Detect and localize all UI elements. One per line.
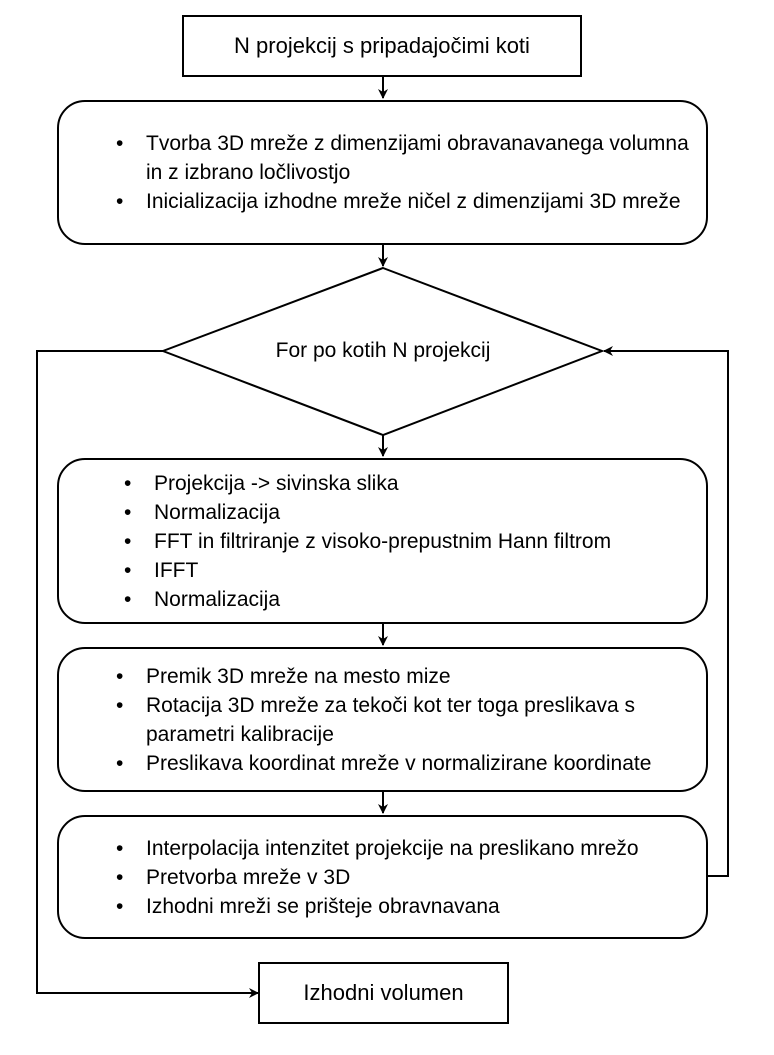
list-item: IFFT	[122, 556, 611, 585]
arrow-loop-back	[603, 346, 729, 877]
end-node: Izhodni volumen	[258, 962, 509, 1024]
list-item: Interpolacija intenzitet projekcije na p…	[114, 834, 639, 863]
list-item: Normalizacija	[122, 585, 611, 614]
end-label: Izhodni volumen	[303, 980, 464, 1005]
init-block: Tvorba 3D mreže z dimenzijami obravanava…	[57, 100, 708, 245]
list-item: Projekcija -> sivinska slika	[122, 469, 611, 498]
start-node: N projekcij s pripadajočimi koti	[182, 15, 582, 77]
loop-label: For po kotih N projekcij	[275, 339, 491, 362]
preprocess-block: Projekcija -> sivinska slika Normalizaci…	[57, 458, 708, 624]
list-item: Izhodni mreži se prišteje obravnavana	[114, 892, 639, 921]
list-item: Rotacija 3D mreže za tekoči kot ter toga…	[114, 691, 696, 749]
list-item: Tvorba 3D mreže z dimenzijami obravanava…	[114, 129, 696, 187]
list-item: FFT in filtriranje z visoko-prepustnim H…	[122, 527, 611, 556]
start-label: N projekcij s pripadajočimi koti	[234, 33, 530, 58]
list-item: Pretvorba mreže v 3D	[114, 863, 639, 892]
accumulate-list: Interpolacija intenzitet projekcije na p…	[114, 834, 639, 921]
arrow-loop-exit	[36, 350, 259, 998]
preprocess-list: Projekcija -> sivinska slika Normalizaci…	[122, 469, 611, 614]
list-item: Premik 3D mreže na mesto mize	[114, 662, 696, 691]
init-list: Tvorba 3D mreže z dimenzijami obravanava…	[114, 129, 696, 216]
transform-block: Premik 3D mreže na mesto mize Rotacija 3…	[57, 647, 708, 792]
list-item: Normalizacija	[122, 498, 611, 527]
accumulate-block: Interpolacija intenzitet projekcije na p…	[57, 815, 708, 939]
list-item: Preslikava koordinat mreže v normalizira…	[114, 749, 696, 778]
list-item: Inicializacija izhodne mreže ničel z dim…	[114, 187, 696, 216]
transform-list: Premik 3D mreže na mesto mize Rotacija 3…	[114, 662, 696, 778]
